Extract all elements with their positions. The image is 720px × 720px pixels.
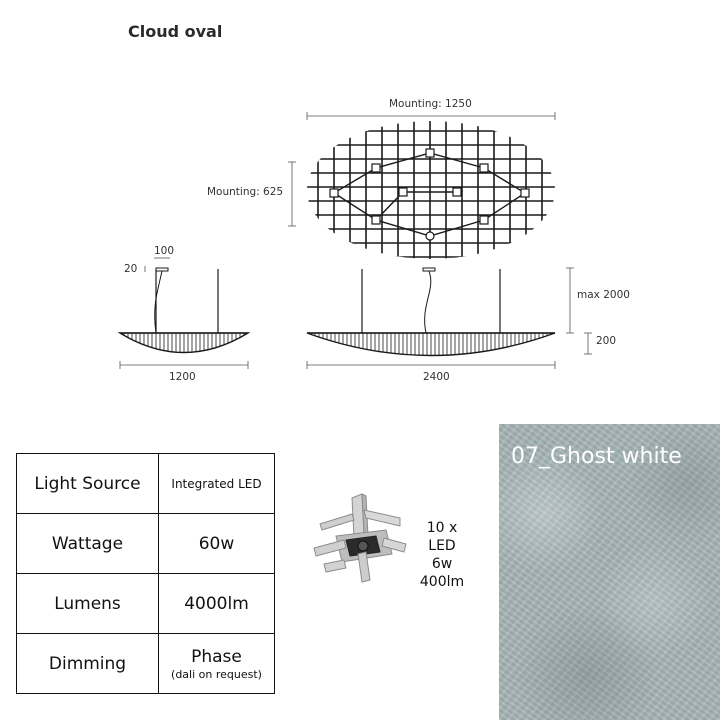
short-side-view <box>117 267 251 354</box>
technical-drawing <box>117 112 592 369</box>
spec-value: Integrated LED <box>158 453 275 514</box>
spec-row-lumens: Lumens 4000lm <box>16 573 275 634</box>
spec-note: (dali on request) <box>171 667 262 681</box>
spec-label: Light Source <box>16 453 159 514</box>
max-drop-label: max 2000 <box>577 289 630 301</box>
spec-label: Lumens <box>16 573 159 634</box>
spec-row-dimming: Dimming Phase (dali on request) <box>16 633 275 694</box>
mounting-width-label: Mounting: 1250 <box>389 98 472 110</box>
dimension-lines <box>288 112 556 227</box>
long-length-label: 2400 <box>423 371 450 383</box>
spec-row-wattage: Wattage 60w <box>16 513 275 574</box>
spec-label: Wattage <box>16 513 159 574</box>
led-module-specs: 10 x LED 6w 400lm <box>412 519 472 591</box>
spec-value: 60w <box>158 513 275 574</box>
canopy-height-label: 20 <box>124 263 138 275</box>
product-title: Cloud oval <box>128 22 223 41</box>
led-lumens: 400lm <box>419 574 465 590</box>
body-height-label: 200 <box>596 335 617 347</box>
long-side-view <box>306 267 556 357</box>
mounting-depth-label: Mounting: 625 <box>207 186 284 198</box>
finish-swatch: 07_Ghost white <box>499 424 720 720</box>
canopy-width-label: 100 <box>154 245 175 257</box>
spec-value: Phase <box>191 646 242 667</box>
led-wattage: 6w <box>431 556 453 572</box>
led-module-image <box>313 493 407 583</box>
spec-value-dimming: Phase (dali on request) <box>158 633 275 694</box>
finish-label: 07_Ghost white <box>511 444 682 469</box>
led-count: 10 x LED <box>426 520 458 554</box>
short-length-label: 1200 <box>169 371 196 383</box>
top-view <box>307 121 555 259</box>
spec-row-light-source: Light Source Integrated LED <box>16 453 275 514</box>
spec-value: 4000lm <box>158 573 275 634</box>
spec-label: Dimming <box>16 633 159 694</box>
spec-table: Light Source Integrated LED Wattage 60w … <box>16 453 275 694</box>
